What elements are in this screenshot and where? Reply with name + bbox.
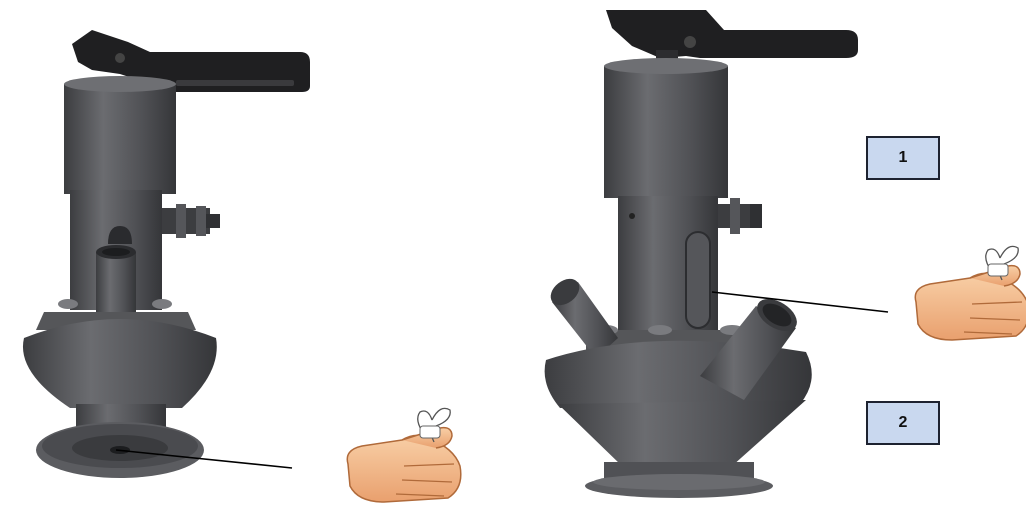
left-valve-illustration [23, 30, 310, 478]
right-leader-line [712, 292, 888, 312]
callout-box-2: 2 [866, 401, 940, 445]
callout-box-1: 1 [866, 136, 940, 180]
pointing-hand-icon [915, 246, 1026, 340]
callout-label-2: 2 [899, 414, 908, 432]
right-valve-illustration [545, 10, 858, 498]
pointing-hand-icon [347, 408, 461, 502]
callout-label-1: 1 [899, 149, 908, 167]
